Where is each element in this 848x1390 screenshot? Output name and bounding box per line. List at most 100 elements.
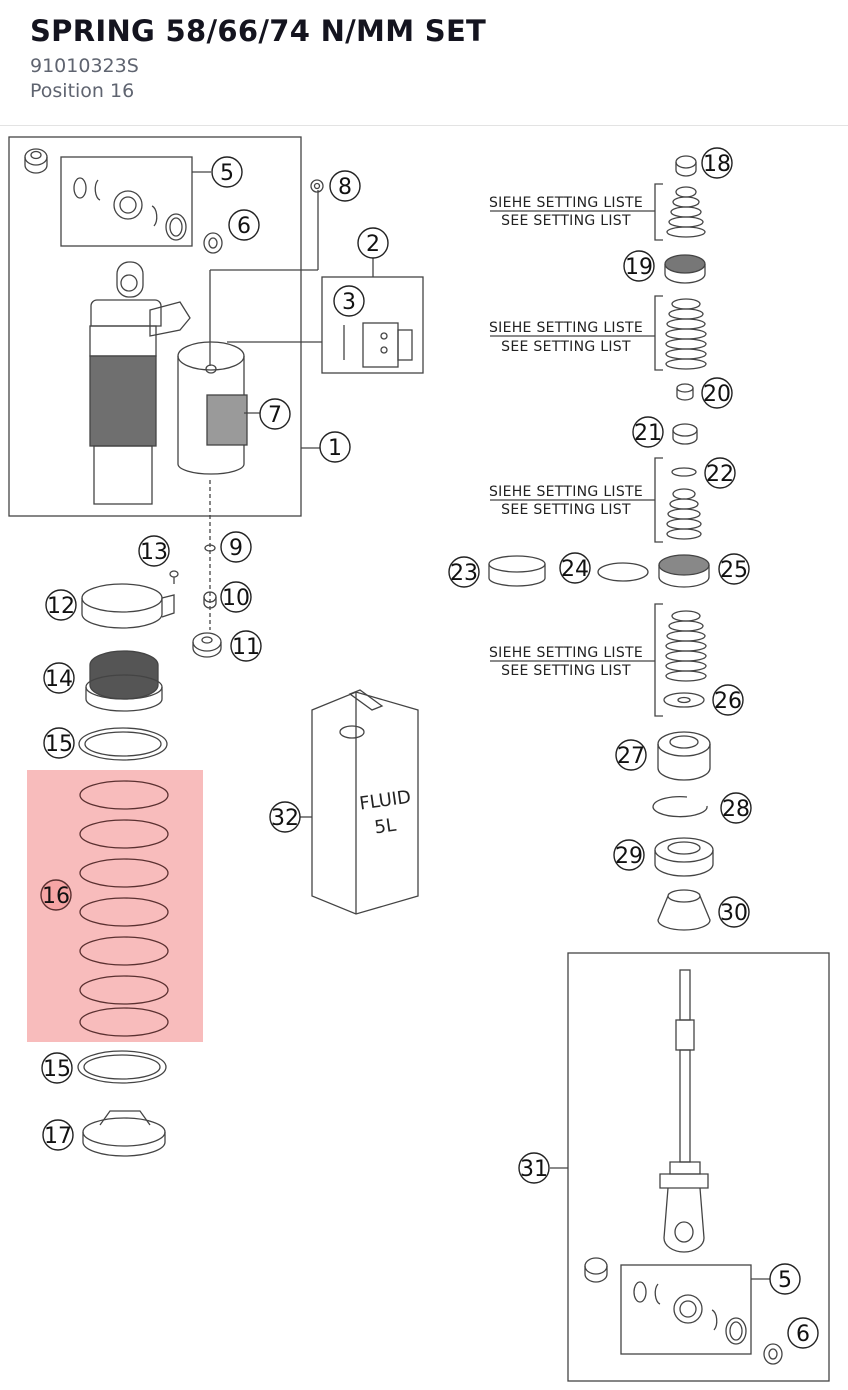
ring-24 (597, 562, 649, 582)
callout-circle-18-1 (701, 147, 733, 179)
nut-18 (675, 155, 697, 177)
callout-circle-11-1 (230, 630, 262, 662)
callout-number-29-1: 29 (615, 844, 643, 869)
shock-body (89, 261, 248, 505)
callout-circle-15-2 (41, 1052, 73, 1084)
callout-circle-24-1 (559, 552, 591, 584)
callout-number-23-1: 23 (450, 561, 478, 586)
callout-number-19-1: 19 (625, 255, 653, 280)
callout-circle-6-1 (228, 209, 260, 241)
callout-8-1: 8 (329, 170, 361, 202)
callout-circle-7-1 (259, 398, 291, 430)
fluid-label-line1: FLUID (358, 787, 412, 815)
callout-circle-15-1 (43, 727, 75, 759)
callout-number-16-1: 16 (42, 884, 70, 909)
setting-note-en-3: SEE SETTING LIST (501, 502, 631, 518)
nut-21 (672, 423, 698, 445)
callout-7-1: 7 (259, 398, 291, 430)
callout-circle-10-1 (220, 581, 252, 613)
preload-adjuster-14 (85, 650, 163, 712)
callout-number-2-1: 2 (366, 232, 380, 257)
callout-number-14-1: 14 (45, 667, 73, 692)
setting-note-de-3: SIEHE SETTING LISTE (489, 484, 643, 500)
callout-28-1: 28 (720, 792, 752, 824)
screw-13 (169, 570, 179, 584)
part-number: 91010323S (30, 55, 139, 77)
part-title: SPRING 58/66/74 N/MM SET (30, 14, 487, 48)
callout-10-1: 10 (220, 581, 252, 613)
callout-number-8-1: 8 (338, 175, 352, 200)
piston-25 (658, 554, 710, 588)
setting-note-en-1: SEE SETTING LIST (501, 213, 631, 229)
callout-17-1: 17 (42, 1119, 74, 1151)
callout-number-21-1: 21 (634, 421, 662, 446)
callout-6-2: 6 (787, 1317, 819, 1349)
callout-number-31-1: 31 (520, 1157, 548, 1182)
callout-number-20-1: 20 (703, 382, 731, 407)
bushing-6-top (203, 232, 223, 254)
callout-number-24-1: 24 (561, 557, 589, 582)
callout-circle-16-1 (40, 879, 72, 911)
callout-number-5-1: 5 (220, 161, 234, 186)
seal-head-27 (657, 731, 711, 781)
callout-number-32-1: 32 (271, 806, 299, 831)
callout-number-25-1: 25 (720, 558, 748, 583)
bumper-11 (192, 632, 222, 658)
callout-number-9-1: 9 (229, 536, 243, 561)
callout-16-1: 16 (40, 879, 72, 911)
seal-kit-frame (60, 156, 193, 247)
callout-number-7-1: 7 (268, 403, 282, 428)
callout-number-15-2: 15 (43, 1057, 71, 1082)
callout-number-26-1: 26 (714, 689, 742, 714)
callout-circle-14-1 (43, 662, 75, 694)
sleeve-20 (676, 383, 694, 401)
callout-number-13-1: 13 (140, 540, 168, 565)
callout-number-5-2: 5 (778, 1268, 792, 1293)
seal-kit-parts-bottom (633, 1281, 747, 1345)
bleed-screw-8 (310, 179, 324, 193)
callout-circle-5-1 (211, 156, 243, 188)
callout-number-22-1: 22 (706, 462, 734, 487)
setting-note-en-2: SEE SETTING LIST (501, 339, 631, 355)
callout-9-1: 9 (220, 531, 252, 563)
callout-25-1: 25 (718, 553, 750, 585)
setting-note-de-2: SIEHE SETTING LISTE (489, 320, 643, 336)
setting-note-de-1: SIEHE SETTING LISTE (489, 195, 643, 211)
part-position: Position 16 (30, 80, 135, 102)
callout-number-15-1: 15 (45, 732, 73, 757)
callout-circle-23-1 (448, 556, 480, 588)
shock-assembly-frame (8, 136, 302, 517)
callout-14-1: 14 (43, 662, 75, 694)
callout-number-18-1: 18 (703, 152, 731, 177)
callout-11-1: 11 (230, 630, 262, 662)
seal-kit-parts (73, 177, 187, 241)
callout-circle-26-1 (712, 684, 744, 716)
callout-circle-19-1 (623, 250, 655, 282)
callout-15-1: 15 (43, 727, 75, 759)
callout-circle-21-1 (632, 416, 664, 448)
callout-2-1: 2 (357, 227, 389, 259)
callout-27-1: 27 (615, 739, 647, 771)
callout-circle-17-1 (42, 1119, 74, 1151)
callout-30-1: 30 (718, 896, 750, 928)
callout-circle-25-1 (718, 553, 750, 585)
nut-10 (203, 591, 217, 609)
callout-26-1: 26 (712, 684, 744, 716)
callout-number-12-1: 12 (47, 594, 75, 619)
callout-13-1: 13 (138, 535, 170, 567)
callout-circle-6-2 (787, 1317, 819, 1349)
spring-seat-17 (82, 1110, 166, 1157)
callout-5-2: 5 (769, 1263, 801, 1295)
callout-circle-8-1 (329, 170, 361, 202)
callout-1-1: 1 (319, 431, 351, 463)
callout-number-10-1: 10 (222, 586, 250, 611)
valve-3 (343, 322, 413, 368)
callout-circle-27-1 (615, 739, 647, 771)
callout-circle-29-1 (613, 839, 645, 871)
shim-stack-1 (666, 186, 706, 238)
callout-number-30-1: 30 (720, 901, 748, 926)
piston-rod-31 (659, 969, 709, 1253)
callout-circle-32-1 (269, 801, 301, 833)
bump-stop-30 (657, 889, 711, 931)
